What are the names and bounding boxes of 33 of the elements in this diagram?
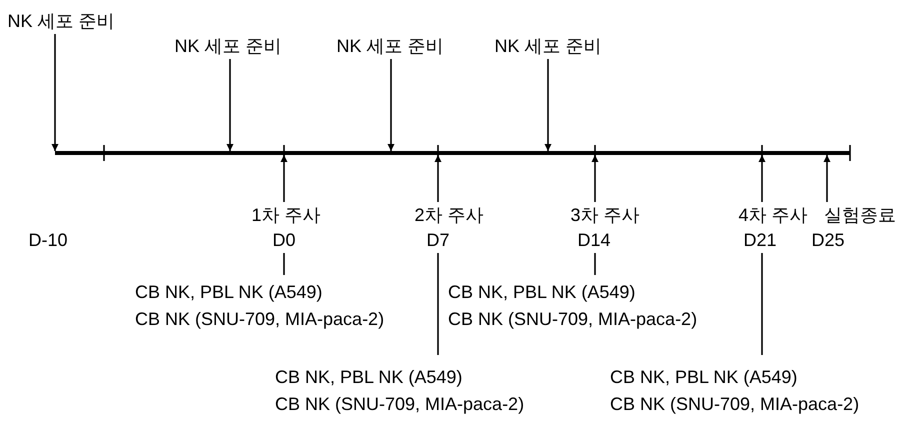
- event-label: 1차 주사: [251, 205, 320, 225]
- day-label: D7: [426, 230, 450, 250]
- arrow: [824, 155, 830, 202]
- arrow: [544, 59, 552, 151]
- day-label: D0: [272, 230, 296, 250]
- arrow: [592, 155, 598, 202]
- timeline-bar: [55, 151, 850, 155]
- arrow: [226, 59, 234, 151]
- arrow: [434, 155, 442, 202]
- arrow: [388, 59, 394, 151]
- group-note: CB NK, PBL NK (A549) CB NK (SNU-709, MIA-paca-2): [610, 364, 860, 418]
- leader-line: [594, 253, 596, 275]
- group-note: CB NK, PBL NK (A549) CB NK (SNU-709, MIA-paca-2): [275, 364, 524, 418]
- arrow: [280, 155, 288, 202]
- event-label: NK 세포 준비: [494, 36, 602, 56]
- event-label: 실험종료: [824, 205, 896, 225]
- day-label: D14: [577, 230, 611, 250]
- leader-line: [283, 253, 285, 275]
- arrow: [758, 155, 766, 202]
- event-label: 2차 주사: [414, 205, 484, 225]
- day-label: D25: [811, 230, 845, 250]
- event-label: 4차 주사: [738, 205, 808, 225]
- event-label: NK 세포 준비: [174, 36, 282, 56]
- day-label: D21: [743, 230, 777, 250]
- group-note: CB NK, PBL NK (A549) CB NK (SNU-709, MIA-paca-2): [448, 279, 698, 333]
- group-note: CB NK, PBL NK (A549) CB NK (SNU-709, MIA-paca-2): [135, 279, 384, 333]
- event-label: NK 세포 준비: [7, 11, 114, 31]
- event-label: 3차 주사: [570, 205, 640, 225]
- arrow: [52, 34, 58, 151]
- leader-line: [437, 253, 439, 355]
- leader-line: [761, 253, 763, 355]
- day-label: D-10: [28, 230, 68, 250]
- event-label: NK 세포 준비: [336, 36, 444, 56]
